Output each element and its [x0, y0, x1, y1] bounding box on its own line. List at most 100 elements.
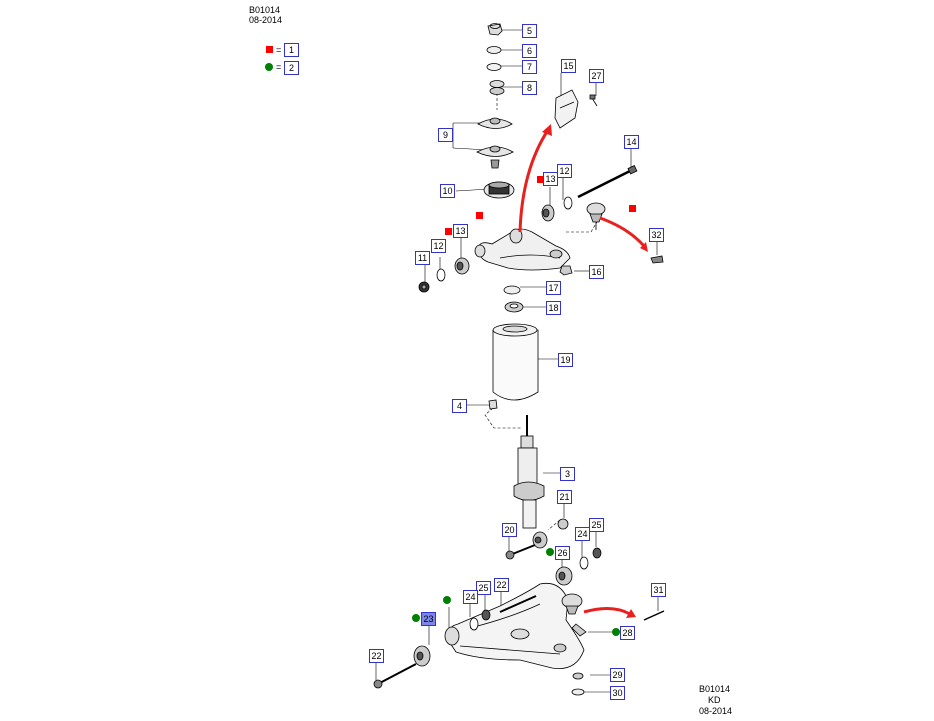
part-bushing-26 [555, 566, 573, 586]
part-bushing-13-upper [541, 204, 555, 222]
part-washer-12-left [436, 268, 446, 282]
callout-6[interactable]: 6 [522, 44, 537, 58]
callout-25-lower[interactable]: 25 [476, 581, 491, 595]
part-shock-3 [513, 415, 548, 549]
callout-18[interactable]: 18 [546, 301, 561, 315]
callout-3[interactable]: 3 [560, 467, 575, 481]
legend-equals: = [276, 45, 282, 55]
callout-21[interactable]: 21 [557, 490, 572, 504]
callout-25-right[interactable]: 25 [589, 518, 604, 532]
part-washer-7 [486, 63, 502, 71]
callout-31[interactable]: 31 [651, 583, 666, 597]
callout-9[interactable]: 9 [438, 128, 453, 142]
arrow-lower-balljoint-to-pin [583, 607, 631, 616]
callout-7[interactable]: 7 [522, 60, 537, 74]
footer-date: 08-2014 [699, 706, 733, 716]
part-bushing-lower-front [444, 626, 460, 646]
part-nut-25-right [592, 547, 602, 559]
part-pad-10 [483, 181, 515, 199]
part-nut-29 [572, 672, 584, 680]
callout-13-left[interactable]: 13 [453, 224, 468, 238]
diagram-date: 08-2014 [249, 15, 283, 25]
green-dot-icon [546, 548, 554, 556]
part-washer-24-right [579, 556, 589, 570]
callout-5[interactable]: 5 [522, 24, 537, 38]
callout-23[interactable]: 23 [421, 612, 436, 626]
callout-19[interactable]: 19 [558, 353, 573, 367]
callout-28[interactable]: 28 [620, 626, 635, 640]
callout-11[interactable]: 11 [415, 251, 430, 265]
callout-12-left[interactable]: 12 [431, 239, 446, 253]
red-square-icon [629, 205, 636, 212]
legend-label-2[interactable]: 2 [284, 61, 299, 75]
part-bushing-8 [489, 80, 505, 95]
part-mount-9 [476, 117, 514, 169]
part-bracket-4 [488, 399, 498, 410]
callout-30[interactable]: 30 [610, 686, 625, 700]
callout-24-right[interactable]: 24 [575, 527, 590, 541]
callout-17[interactable]: 17 [546, 281, 561, 295]
part-boot-19 [492, 323, 539, 401]
red-square-icon [476, 212, 483, 219]
part-isolator-18 [504, 301, 524, 313]
alignment-lines [484, 88, 598, 531]
callout-24-lower[interactable]: 24 [463, 590, 478, 604]
callout-29[interactable]: 29 [610, 668, 625, 682]
green-dot-icon [412, 614, 420, 622]
part-stud-28 [571, 623, 587, 637]
part-washer-24-lower [469, 617, 479, 631]
callout-22-upper[interactable]: 22 [494, 578, 509, 592]
green-dot-icon [443, 596, 451, 604]
callout-12-upper[interactable]: 12 [557, 164, 572, 178]
part-bolt-14 [577, 165, 638, 199]
part-nut-25-lower [481, 609, 491, 621]
part-bushing-23 [413, 645, 431, 667]
footer-region: KD [708, 695, 721, 705]
part-balljoint-upper [586, 202, 606, 230]
callout-4[interactable]: 4 [452, 399, 467, 413]
callout-27[interactable]: 27 [589, 69, 604, 83]
part-washer-30 [571, 688, 585, 696]
part-bolt-20 [505, 544, 536, 560]
part-washer-17 [503, 285, 521, 295]
part-bushing-13-left [454, 257, 470, 275]
callout-20[interactable]: 20 [502, 523, 517, 537]
part-nut-16 [559, 265, 573, 276]
footer-code: B01014 [699, 684, 731, 694]
callout-22-lower[interactable]: 22 [369, 649, 384, 663]
red-square-icon [266, 46, 273, 53]
callout-14[interactable]: 14 [624, 135, 639, 149]
red-square-icon [445, 228, 452, 235]
callout-8[interactable]: 8 [522, 81, 537, 95]
legend-equals: = [276, 62, 282, 72]
callout-26[interactable]: 26 [555, 546, 570, 560]
red-arrows [518, 124, 648, 618]
callout-13-upper[interactable]: 13 [543, 172, 558, 186]
part-clip-32 [650, 255, 664, 264]
part-nut-5 [487, 23, 503, 36]
green-dot-icon [612, 628, 620, 636]
part-nut-21 [557, 518, 569, 530]
callout-16[interactable]: 16 [589, 265, 604, 279]
arrow-balljoint-to-clip [599, 216, 646, 248]
arrow-upper-arm-to-bracket [518, 129, 550, 233]
part-balljoint-lower [561, 593, 583, 615]
part-bolt-27 [589, 94, 598, 107]
part-upper-control-arm [474, 228, 571, 271]
part-bolt-22-lower [373, 663, 417, 689]
part-washer-12-upper [563, 196, 573, 210]
callout-10[interactable]: 10 [440, 184, 455, 198]
part-pin-31 [643, 610, 665, 621]
callout-32[interactable]: 32 [649, 228, 664, 242]
part-washer-6 [486, 46, 502, 54]
part-nut-11 [418, 281, 430, 293]
green-dot-icon [265, 63, 273, 71]
part-bracket-15 [554, 89, 579, 129]
part-bolt-22-upper [499, 595, 537, 613]
callout-15[interactable]: 15 [561, 59, 576, 73]
diagram-code: B01014 [249, 5, 281, 15]
part-lower-control-arm [446, 582, 585, 669]
legend-label-1[interactable]: 1 [284, 43, 299, 57]
